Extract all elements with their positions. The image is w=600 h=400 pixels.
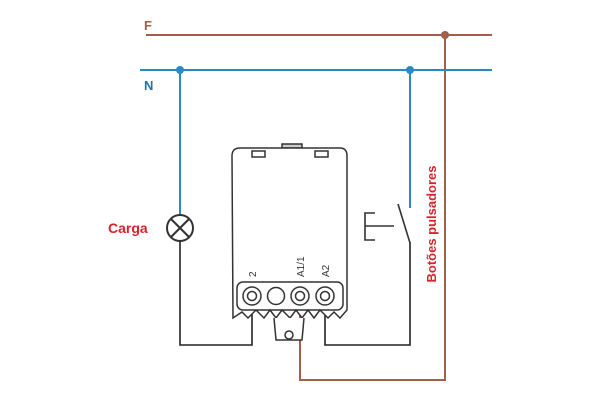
terminal-2-label: 2 — [248, 271, 259, 277]
terminal-a1 — [290, 286, 310, 306]
phase-label: F — [144, 18, 152, 33]
load-wire — [179, 241, 411, 346]
neutral-wire — [140, 69, 492, 215]
load-label: Carga — [108, 220, 148, 236]
neutral-label: N — [144, 78, 153, 93]
terminal-a2-label: A2 — [321, 264, 332, 277]
phase-junction-dot — [441, 31, 449, 39]
neutral-junction-dot-switch — [406, 66, 414, 74]
neutral-junction-dot-load — [176, 66, 184, 74]
terminal-2 — [242, 286, 262, 306]
terminal-empty — [266, 286, 286, 306]
terminal-a1-label: A1/1 — [296, 256, 307, 277]
pushbuttons-label: Botões pulsadores — [424, 165, 439, 282]
relay-device — [231, 143, 348, 341]
lamp-icon — [166, 214, 194, 242]
pushbutton-switch-icon — [364, 203, 411, 244]
terminal-a2 — [315, 286, 335, 306]
